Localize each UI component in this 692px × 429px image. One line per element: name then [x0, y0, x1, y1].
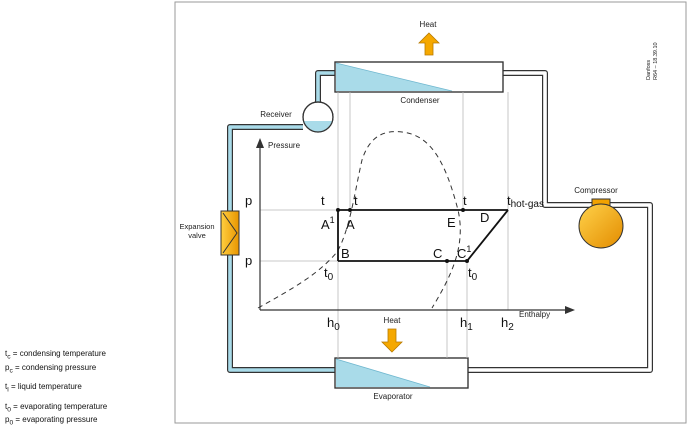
- drawing-number-label: R64 – 18.39.10: [653, 42, 659, 80]
- compressor-label: Compressor: [574, 186, 618, 195]
- cycle-points: [336, 208, 469, 263]
- legend-t0: t0 = evaporating temperature: [5, 401, 108, 414]
- legend-tl: tl = liquid temperature: [5, 382, 82, 394]
- brand-label: Danfoss: [646, 60, 652, 80]
- point-c1-label: C1: [457, 244, 471, 261]
- t0-right-mark: t0: [468, 265, 478, 283]
- condenser-label: Condenser: [400, 96, 439, 105]
- evaporating-pressure-mark: p: [245, 253, 252, 268]
- receiver: [302, 101, 334, 133]
- receiver-label: Receiver: [260, 110, 292, 119]
- h2-mark: h2: [501, 315, 514, 333]
- expansion-valve: [220, 210, 240, 256]
- heat-in-label: Heat: [384, 316, 402, 325]
- expansion-valve-label-line2: valve: [188, 231, 206, 240]
- condenser: [334, 61, 504, 93]
- t0-left-mark: t0: [324, 265, 334, 283]
- point-a1-label: A1: [321, 215, 335, 232]
- t-a1-mark: t: [321, 193, 325, 208]
- compressor: [578, 198, 624, 249]
- heat-out-arrow-icon: [418, 32, 440, 56]
- point-d-label: D: [480, 210, 489, 225]
- legend: tc = condensing temperature pc = condens…: [5, 349, 107, 429]
- legend-p0: p0 = evaporating pressure: [5, 415, 98, 427]
- piping: [227, 70, 653, 373]
- t-hot-gas-mark: thot-gas: [507, 193, 544, 210]
- t-e-mark: t: [463, 193, 467, 208]
- legend-tc: tc = condensing temperature: [5, 349, 106, 361]
- evaporator: [334, 357, 469, 389]
- h0-mark: h0: [327, 315, 340, 333]
- ph-axes: [256, 138, 575, 314]
- point-a-label: A: [346, 217, 355, 232]
- cycle-path: [337, 209, 509, 262]
- y-axis-label: Pressure: [268, 141, 301, 150]
- point-b-label: B: [341, 246, 350, 261]
- legend-pc: pc = condensing pressure: [5, 362, 97, 375]
- evaporator-label: Evaporator: [373, 392, 412, 401]
- heat-in-arrow-icon: [381, 328, 403, 353]
- heat-out-label: Heat: [420, 20, 438, 29]
- condensing-pressure-mark: p: [245, 193, 252, 208]
- diagram-frame: [174, 1, 687, 424]
- expansion-valve-label-line1: Expansion: [179, 222, 214, 231]
- t-a-mark: t: [354, 193, 358, 208]
- point-c-label: C: [433, 246, 442, 261]
- h1-mark: h1: [460, 315, 473, 333]
- point-e-label: E: [447, 215, 456, 230]
- saturation-dome: [257, 131, 461, 309]
- x-axis-label: Enthalpy: [519, 310, 550, 319]
